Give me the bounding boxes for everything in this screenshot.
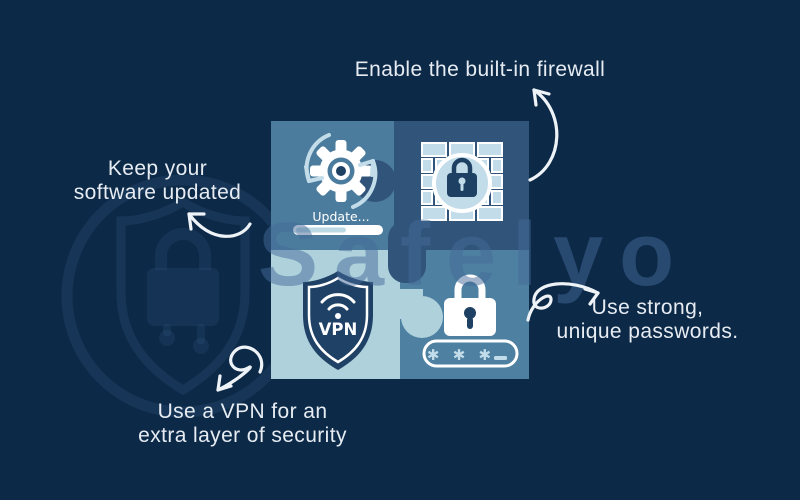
update-progress-bar — [293, 225, 383, 235]
arrow-firewall-icon — [528, 88, 559, 182]
tip-passwords-line1: Use strong, — [591, 296, 704, 319]
update-progress-fill — [296, 227, 346, 233]
software-update-group: Update... — [293, 133, 383, 235]
tip-software-line2: software updated — [73, 181, 242, 205]
puzzle-tab-light-knob — [401, 296, 443, 338]
security-puzzle-illustration: Update... — [271, 121, 529, 379]
tip-firewall-text: Enable the built-in firewall — [354, 58, 606, 81]
vpn-shield-icon: VPN — [303, 271, 373, 370]
gear-icon — [310, 140, 372, 202]
tip-vpn-line1: Use a VPN for an — [157, 400, 328, 423]
sync-arrows-icon — [304, 133, 378, 209]
arrow-vpn-icon — [216, 345, 264, 392]
password-field: ✱ ✱ ✱ — [422, 339, 519, 368]
tip-software-line1: Keep your — [107, 157, 208, 180]
password-lock-group: ✱ ✱ ✱ — [422, 274, 519, 368]
firewall-group — [421, 142, 503, 221]
tip-passwords: Use strong, unique passwords. — [540, 296, 755, 345]
wifi-icon — [320, 293, 356, 311]
arrow-passwords-icon — [526, 282, 600, 322]
tip-passwords-line2: unique passwords. — [556, 320, 739, 344]
padlock-icon — [444, 274, 496, 336]
tip-vpn-line2: extra layer of security — [138, 424, 347, 448]
vpn-label: VPN — [319, 320, 358, 339]
arrow-software-icon — [187, 212, 252, 238]
brand-watermark-text: Safelyo — [258, 205, 691, 305]
tip-vpn: Use a VPN for an extra layer of security — [125, 400, 360, 449]
update-label: Update... — [312, 209, 369, 224]
puzzle-tab-dark-stem — [388, 221, 426, 283]
firewall-lock-icon — [447, 157, 477, 197]
password-mask: ✱ ✱ ✱ — [427, 346, 495, 364]
password-cursor — [494, 356, 507, 360]
tip-firewall: Enable the built-in firewall — [330, 58, 630, 82]
tip-software: Keep your software updated — [50, 157, 265, 206]
